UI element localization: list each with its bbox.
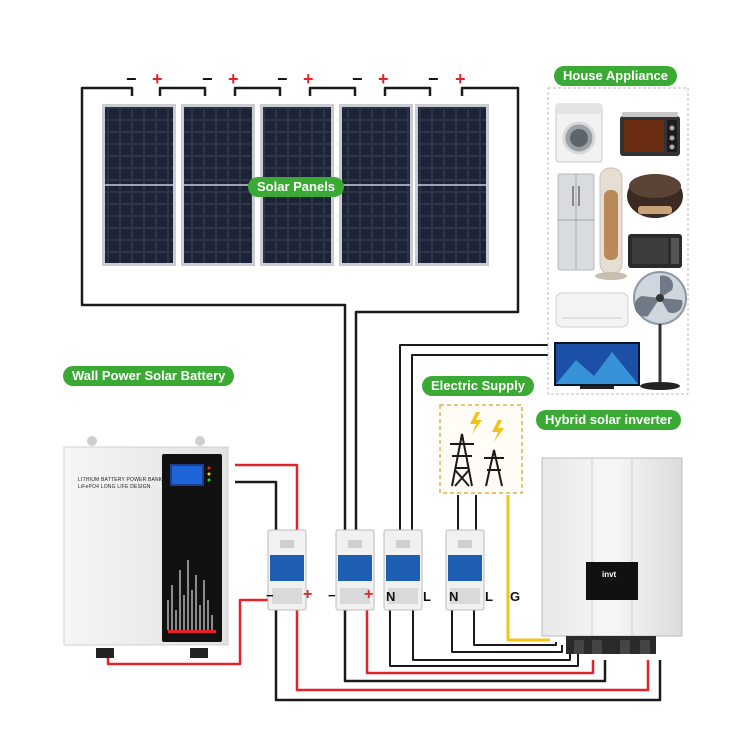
tv-icon [554, 342, 640, 389]
wall-battery-label: Wall Power Solar Battery [63, 366, 235, 386]
solar-panel-icon [181, 104, 255, 266]
panel-5-plus: + [455, 69, 466, 89]
panel-5-minus: − [428, 69, 439, 89]
tower-fan-icon [595, 167, 627, 280]
terminal-load-n: N [386, 589, 396, 604]
panel-1-plus: + [152, 69, 163, 89]
inverter-brand: invt [602, 570, 617, 579]
appliance-panel [547, 87, 689, 395]
out-pv-minus-wire [343, 610, 607, 683]
panel-4-plus: + [378, 69, 389, 89]
panel-3-minus: − [277, 69, 288, 89]
out-batt-plus-wire [295, 610, 650, 692]
panel-interconnect-wires [158, 86, 432, 96]
house-appliance-label: House Appliance [554, 66, 677, 86]
terminal-pv-minus: − [328, 588, 336, 603]
rice-cooker-icon [627, 174, 683, 218]
pv-plus-wire [354, 86, 520, 530]
out-grid-l-wire [473, 610, 557, 646]
terminal-batt-plus: + [303, 586, 313, 603]
out-pv-plus-wire [365, 610, 595, 675]
breaker-icon [445, 529, 485, 611]
hybrid-inverter-label: Hybrid solar inverter [536, 410, 682, 430]
breaker-icon [383, 529, 423, 611]
battery-plus-wire [235, 463, 299, 530]
washing-machine-icon [555, 103, 603, 163]
out-load-n-wire [389, 610, 579, 667]
battery-minus-wire [235, 480, 278, 530]
pv-minus-wire [80, 86, 347, 530]
terminal-ground: G [510, 589, 521, 604]
battery-text-line1: LITHIUM BATTERY POWER BANK [78, 477, 163, 483]
terminal-pv-plus: + [364, 586, 374, 603]
fan-icon [633, 271, 687, 390]
panel-2-minus: − [202, 69, 213, 89]
solar-panels-label: Solar Panels [248, 177, 345, 197]
panel-4-minus: − [352, 69, 363, 89]
battery-icon [63, 436, 229, 658]
panel-1-minus: − [126, 69, 137, 89]
terminal-grid-n: N [449, 589, 459, 604]
solar-panel-icon [102, 104, 176, 266]
breaker-icon [335, 529, 375, 611]
solar-panel-icon [339, 104, 413, 266]
electric-supply-box [439, 404, 523, 494]
air-conditioner-icon [555, 292, 629, 328]
panel-3-plus: + [303, 69, 314, 89]
power-tower-icon [450, 433, 504, 487]
terminal-load-l: L [423, 589, 431, 604]
appliance-feed-wire-2 [411, 354, 552, 530]
terminal-batt-minus: − [266, 588, 274, 603]
ground-wire [506, 495, 550, 642]
battery-text-line2: LiFePO4 LONG LIFE DESIGN [78, 484, 151, 490]
fridge-icon [557, 173, 595, 271]
terminal-grid-l: L [485, 589, 493, 604]
wires [80, 86, 662, 702]
appliance-feed-wire-1 [399, 344, 552, 530]
electric-supply-label: Electric Supply [422, 376, 534, 396]
breakers [267, 529, 485, 611]
lightning-icon [470, 412, 504, 442]
solar-panels [102, 104, 489, 266]
inverter-icon [541, 457, 683, 654]
panel-2-plus: + [228, 69, 239, 89]
battery-level-graphic [167, 560, 213, 630]
out-batt-minus-wire [274, 610, 662, 702]
oven-icon [620, 112, 680, 156]
microwave-icon [628, 234, 682, 268]
solar-panel-icon [415, 104, 489, 266]
out-grid-n-wire [451, 610, 563, 653]
breaker-icon [267, 529, 307, 611]
